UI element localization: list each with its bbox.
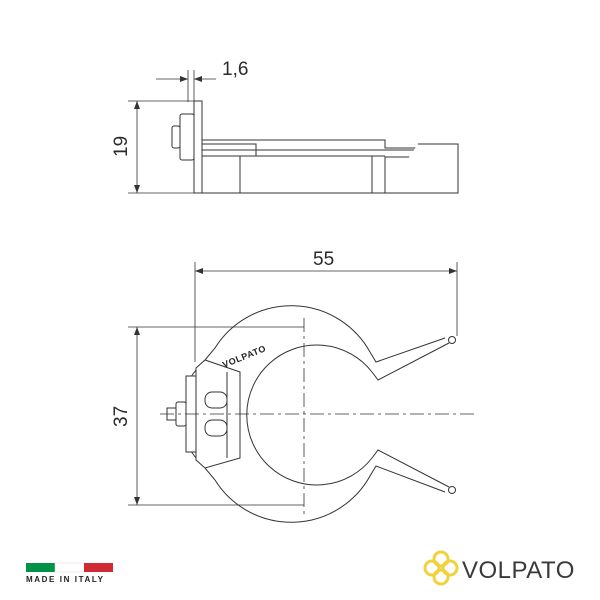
dimension-thickness xyxy=(156,70,216,102)
italian-flag xyxy=(26,562,113,573)
made-in-label: MADE IN ITALY xyxy=(26,575,105,584)
dimension-height-side-label: 19 xyxy=(111,136,132,157)
dimension-width-top xyxy=(194,262,458,362)
brand-name: VOLPATO xyxy=(462,557,575,584)
side-view xyxy=(171,100,459,194)
flag-white xyxy=(54,562,85,573)
dimension-width-top-label: 55 xyxy=(313,249,334,270)
center-lines xyxy=(160,318,475,515)
dimension-thickness-label: 1,6 xyxy=(222,59,248,80)
dimension-height-top xyxy=(128,326,304,506)
dimension-height-side xyxy=(128,100,194,194)
dimension-height-top-label: 37 xyxy=(111,406,132,427)
flag-red xyxy=(84,563,113,572)
volpato-flower-logo-icon xyxy=(423,550,459,586)
part-marking: VOLPATO xyxy=(221,343,268,370)
flag-green xyxy=(26,563,55,572)
